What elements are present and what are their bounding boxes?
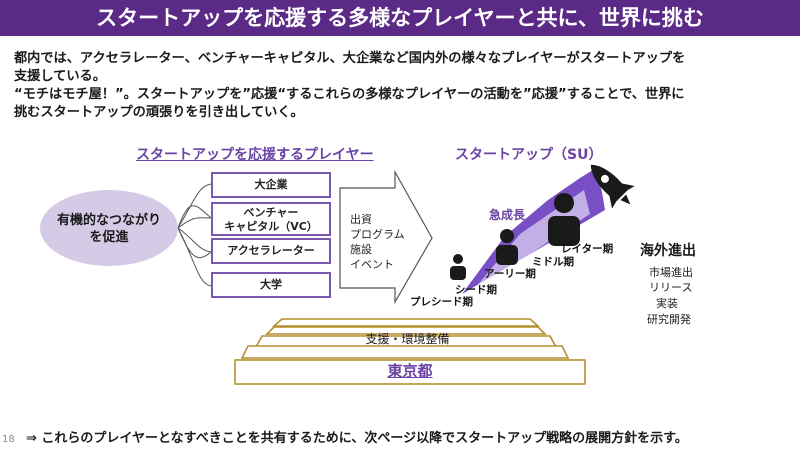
conclusion-text: ⇒ これらのプレイヤーとなすべきことを共有するために、次ページ以降でスタートアッ… [26, 431, 688, 446]
organic-connection-ellipse [40, 190, 178, 266]
intro-line-1: 都内では、アクセラレーター、ベンチャーキャピタル、大企業など国内外の様々なプレイ… [14, 51, 686, 66]
ellipse-label: 有機的なつながり を促進 [56, 213, 161, 245]
startup-section-label: スタートアップ（SU） [455, 147, 603, 163]
rocket-icon [590, 164, 635, 209]
overseas-item-release: リリース [649, 281, 693, 294]
gold-floor [234, 318, 586, 385]
stage-early: アーリー期 [484, 268, 536, 280]
stage-middle: ミドル期 [532, 256, 574, 268]
overseas-item-market: 市場進出 [649, 266, 693, 279]
person-icon-medium [496, 229, 518, 265]
overseas-expansion-title: 海外進出 [640, 243, 696, 259]
stage-pre-seed: プレシード期 [410, 296, 473, 308]
connector-curves [177, 183, 212, 287]
support-items: 出資 プログラム 施設 イベント [350, 213, 405, 271]
person-icon-large [548, 193, 580, 246]
person-icon-small [450, 254, 466, 280]
player-box-accelerator: アクセラレーター [211, 238, 331, 264]
overseas-item-rnd: 研究開発 [647, 313, 691, 326]
stage-later: レイター期 [561, 243, 614, 255]
stage-seed: シード期 [455, 284, 497, 296]
intro-line-3: “モチはモチ屋！”。スタートアップを”応援“するこれらの多様なプレイヤーの活動を… [14, 87, 685, 102]
player-box-vc: ベンチャー キャピタル（VC） [211, 202, 331, 236]
support-arrow [339, 169, 433, 305]
rapid-growth-label: 急成長 [489, 208, 526, 222]
overseas-item-implementation: 実装 [656, 297, 678, 310]
intro-text: 都内では、アクセラレーター、ベンチャーキャピタル、大企業など国内外の様々なプレイ… [14, 50, 789, 122]
support-environment-label: 支援・環境整備 [365, 332, 450, 346]
player-box-university: 大学 [211, 272, 331, 298]
players-section-label: スタートアップを応援するプレイヤー [136, 147, 374, 163]
player-box-large-company: 大企業 [211, 172, 331, 198]
intro-line-2: 支援している。 [14, 69, 106, 84]
title-bar [0, 0, 800, 36]
intro-line-4: 挑むスタートアップの頑張りを引き出していく。 [14, 105, 304, 120]
tokyo-label: 東京都 [387, 362, 433, 380]
page-number: 18 [2, 434, 15, 445]
page-title: スタートアップを応援する多様なプレイヤーと共に、世界に挑む [96, 6, 704, 30]
